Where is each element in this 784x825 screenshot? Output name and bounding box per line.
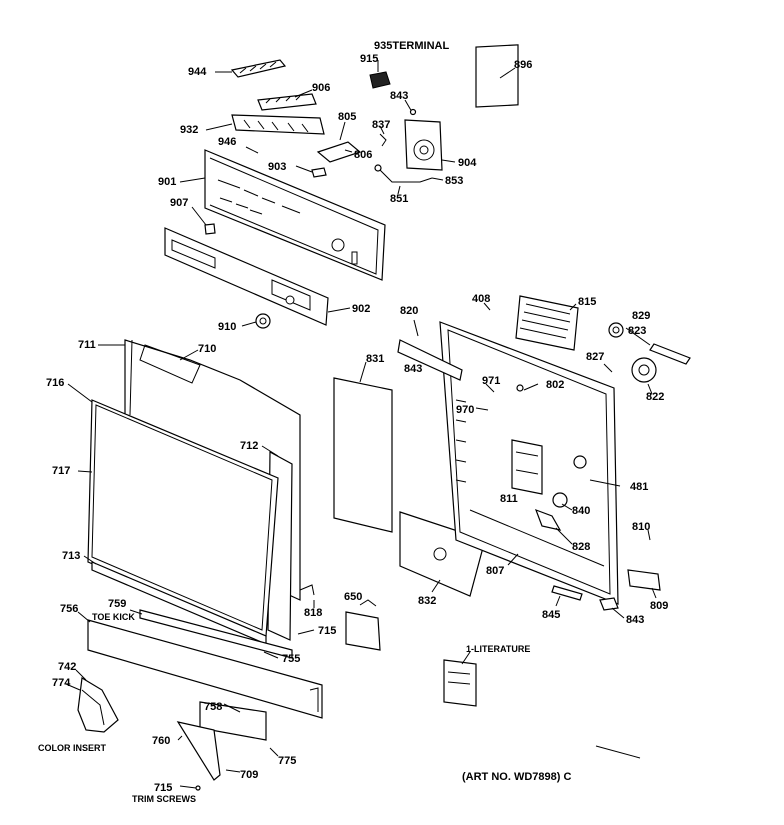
part-759-toe-kick [139,609,293,659]
label-837: 837 [372,119,390,131]
label-822: 822 [646,391,664,403]
part-904-timer [404,119,456,171]
label-759: 759 [108,598,126,610]
label-trim-screws: TRIM SCREWS [132,794,196,804]
part-760-bracket [176,721,221,781]
label-910: 910 [218,321,236,333]
label-650: 650 [344,591,362,603]
part-932-board [205,114,325,135]
label-932: 932 [180,124,198,136]
label-775: 775 [278,755,296,767]
label-828: 828 [572,541,590,553]
label-809: 809 [650,600,668,612]
label-915: 915 [360,53,378,65]
label-literature: 1-LITERATURE [466,644,530,654]
label-845: 845 [542,609,560,621]
part-906-switch [257,89,317,111]
part-910-knob [241,313,271,329]
label-851: 851 [390,193,408,205]
label-843: 843 [390,90,408,102]
label-710: 710 [198,343,216,355]
label-805: 805 [338,111,356,123]
label-843-low: 843 [626,614,644,626]
label-806: 806 [354,149,372,161]
label-970: 970 [456,404,474,416]
label-946: 946 [218,136,236,148]
label-712: 712 [240,440,258,452]
label-742: 742 [58,661,76,673]
label-853: 853 [445,175,463,187]
label-843-mid: 843 [404,363,422,375]
label-811: 811 [500,493,518,505]
label-944: 944 [188,66,207,78]
label-715: 715 [318,625,336,637]
label-832: 832 [418,595,436,607]
part-902-overlay [164,227,351,326]
label-color-insert: COLOR INSERT [38,743,107,753]
label-827: 827 [586,351,604,363]
part-831-insulation [333,377,393,533]
label-758: 758 [204,701,222,713]
label-481: 481 [630,481,648,493]
label-713: 713 [62,550,80,562]
label-902: 902 [352,303,370,315]
label-906: 906 [312,82,330,94]
label-760: 760 [152,735,170,747]
part-822-wheel [631,357,657,383]
part-901-console [179,149,386,281]
part-815-vent [515,295,579,351]
part-907-button [204,223,216,235]
part-829-knob [608,322,624,338]
label-755: 755 [282,653,300,665]
label-820: 820 [400,305,418,317]
part-756-kick-plate [77,611,323,719]
label-715-trim: 715 [154,782,172,794]
label-807: 807 [486,565,504,577]
label-709: 709 [240,769,258,781]
label-774: 774 [52,677,71,689]
label-818: 818 [304,607,322,619]
part-811-dispenser [511,439,543,495]
label-711: 711 [78,339,96,351]
label-756: 756 [60,603,78,615]
label-831: 831 [366,353,384,365]
label-toe-kick: TOE KICK [92,612,135,622]
label-815: 815 [578,296,596,308]
label-840: 840 [572,505,590,517]
label-823: 823 [628,325,646,337]
label-717: 717 [52,465,70,477]
label-971: 971 [482,375,500,387]
label-829: 829 [632,310,650,322]
label-904: 904 [458,157,477,169]
part-915-terminal [369,60,391,89]
label-802: 802 [546,379,564,391]
part-944-terminal-strip [215,59,287,78]
part-650-clip [345,611,381,651]
label-art-no: (ART NO. WD7898) C [462,771,571,783]
part-742-color-insert [65,669,119,733]
part-809-hinge [627,569,661,591]
part-820-vent [397,339,463,381]
label-716: 716 [46,377,64,389]
part-805-806-plate [316,141,362,163]
part-896-label-card [475,44,519,108]
label-935: 935TERMINAL [374,40,449,52]
label-810: 810 [632,521,650,533]
label-896: 896 [514,59,532,71]
label-901: 901 [158,176,176,188]
label-907: 907 [170,197,188,209]
label-903: 903 [268,161,286,173]
label-408: 408 [472,293,490,305]
